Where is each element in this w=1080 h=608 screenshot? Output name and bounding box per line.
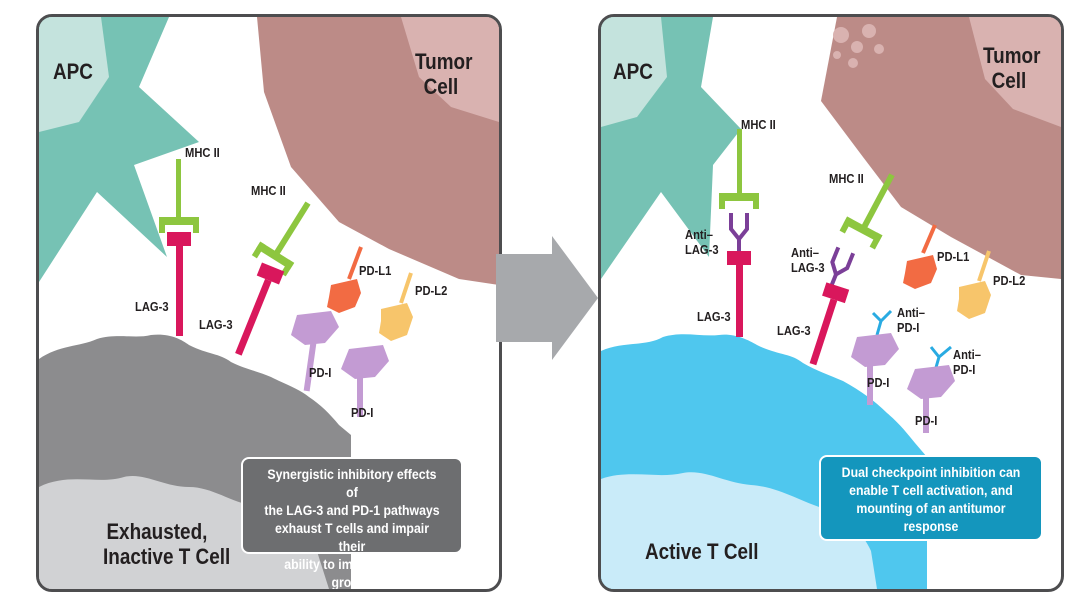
- mhc-ii-label: MHC II: [829, 171, 864, 186]
- apc-light: [601, 17, 667, 127]
- anti-lag-3-antibody: [829, 246, 856, 287]
- pd-l1-label: PD-L1: [937, 249, 970, 264]
- callout-line: Dual checkpoint inhibition can: [841, 464, 1021, 480]
- mhc-ii-tumor: [251, 201, 311, 277]
- lag-3-receptor: [167, 232, 191, 336]
- anti-pd-1-label-line: PD-I: [897, 320, 920, 335]
- anti-lag-3-label-line: Anti–: [791, 245, 819, 260]
- anti-lag-3-antibody: [729, 213, 749, 253]
- exhausted-panel: APC Tumor Cell MHC II MHC II LAG-3 LAG-3…: [36, 14, 502, 592]
- tumor-label-line: Tumor: [983, 43, 1041, 68]
- anti-lag-3-label-line: Anti–: [685, 227, 713, 242]
- pd-l2-label: PD-L2: [415, 283, 448, 298]
- mhc-ii-label: MHC II: [741, 117, 776, 132]
- exhausted-callout: Synergistic inhibitory effects of the LA…: [241, 457, 463, 589]
- tumor-label-line: Cell: [991, 68, 1027, 93]
- pd-1-label: PD-I: [915, 413, 938, 428]
- tcell-label-line: Exhausted,: [106, 519, 208, 544]
- pd-l1-ligand: [327, 246, 363, 313]
- pd-1-receptor: [341, 345, 389, 417]
- callout-line: mounting of an antitumor response: [856, 500, 1006, 534]
- tumor-light: [969, 17, 1061, 127]
- tumor-light: [401, 17, 499, 122]
- pd-1-receptor: [291, 311, 339, 392]
- pd-1-label: PD-I: [351, 405, 374, 420]
- active-callout: Dual checkpoint inhibition can enable T …: [819, 455, 1043, 541]
- active-tcell-label: Active T Cell: [645, 539, 759, 564]
- pd-1-label: PD-I: [867, 375, 890, 390]
- transition-arrow: [496, 236, 598, 360]
- pd-1-receptor: [907, 365, 955, 433]
- exhausted-diagram: [39, 17, 499, 589]
- active-tcell-light: [601, 472, 877, 589]
- active-panel: APC Tumor Cell MHC II MHC II Anti– LAG-3…: [598, 14, 1064, 592]
- mhc-ii-tumor: [839, 173, 895, 250]
- apc-light: [39, 17, 109, 132]
- apc-label: APC: [613, 59, 653, 84]
- anti-pd-1-label: Anti– PD-I: [897, 305, 925, 335]
- exhausted-tcell-label: Exhausted, Inactive T Cell: [103, 519, 230, 569]
- lag-3-label: LAG-3: [777, 323, 811, 338]
- callout-line: Synergistic inhibitory effects of: [267, 466, 437, 500]
- anti-pd-1-antibody: [871, 309, 893, 336]
- mhc-ii-apc: [719, 129, 759, 209]
- mhc-ii-label: MHC II: [185, 145, 220, 160]
- lag-3-label: LAG-3: [135, 299, 169, 314]
- anti-pd-1-label-line: Anti–: [897, 305, 925, 320]
- exhausted-tcell-light: [39, 475, 329, 589]
- lag-3-label: LAG-3: [199, 317, 233, 332]
- tumor-debris: [833, 24, 884, 68]
- tcell-label-line: Inactive T Cell: [103, 544, 231, 569]
- tumor-label-line: Cell: [423, 74, 459, 99]
- lag-3-label: LAG-3: [697, 309, 731, 324]
- lag-3-receptor: [727, 251, 751, 337]
- pd-1-receptor: [851, 333, 899, 405]
- callout-line: exhaust T cells and impair their: [274, 520, 430, 554]
- tumor-label: Tumor Cell: [415, 49, 472, 99]
- anti-pd-1-label-line: Anti–: [953, 347, 981, 362]
- lag-3-receptor: [235, 262, 285, 356]
- apc-label: APC: [53, 59, 93, 84]
- anti-lag-3-label-line: LAG-3: [791, 260, 825, 275]
- callout-line: enable T cell activation, and: [849, 482, 1013, 498]
- anti-pd-1-label-line: PD-I: [953, 362, 976, 377]
- callout-line: the LAG-3 and PD-1 pathways: [264, 502, 440, 518]
- tumor-label: Tumor Cell: [983, 43, 1040, 93]
- tumor-label-line: Tumor: [415, 49, 473, 74]
- anti-lag-3-label: Anti– LAG-3: [791, 245, 825, 275]
- anti-lag-3-label: Anti– LAG-3: [685, 227, 719, 257]
- anti-pd-1-label: Anti– PD-I: [953, 347, 981, 377]
- pd-l2-ligand: [957, 250, 991, 319]
- pd-l1-label: PD-L1: [359, 263, 392, 278]
- mhc-ii-apc: [159, 159, 199, 233]
- pd-l1-ligand: [903, 224, 937, 289]
- anti-lag-3-label-line: LAG-3: [685, 242, 719, 257]
- pd-1-label: PD-I: [309, 365, 332, 380]
- pd-l2-label: PD-L2: [993, 273, 1026, 288]
- lag-3-receptor: [809, 282, 850, 366]
- callout-line: ability to impede tumor growth: [284, 556, 420, 590]
- mhc-ii-label: MHC II: [251, 183, 286, 198]
- pd-l2-ligand: [379, 272, 413, 341]
